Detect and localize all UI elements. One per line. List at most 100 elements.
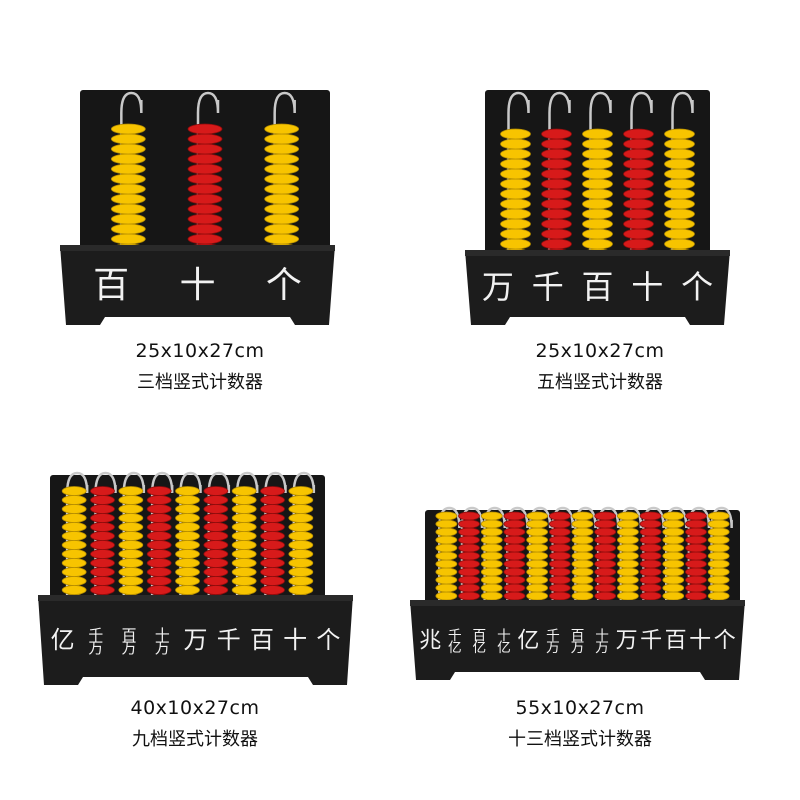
bead — [260, 513, 285, 523]
bead — [541, 128, 572, 140]
bead — [435, 551, 458, 561]
base-label: 百 — [122, 626, 137, 644]
bead — [541, 178, 572, 190]
bead — [548, 583, 571, 593]
bead — [458, 543, 480, 553]
bead — [203, 531, 229, 541]
bead — [526, 551, 549, 561]
bead — [685, 559, 707, 569]
bead — [664, 228, 695, 240]
base-label: 万 — [616, 628, 638, 653]
rod-wire — [273, 91, 296, 255]
bead — [582, 208, 613, 220]
bead — [187, 153, 223, 165]
bead — [288, 540, 314, 550]
bead — [503, 575, 526, 585]
base-label: 万 — [122, 639, 137, 657]
bead — [639, 543, 662, 553]
bead — [175, 540, 200, 550]
bead — [90, 486, 115, 496]
bead — [571, 551, 594, 561]
bead — [616, 551, 639, 561]
bead — [541, 198, 572, 210]
bead — [571, 527, 594, 537]
base-label: 亿 — [517, 628, 539, 653]
bead — [541, 148, 572, 160]
bead — [118, 495, 144, 505]
bead — [639, 511, 662, 521]
bead — [500, 218, 531, 230]
bead — [260, 540, 285, 550]
base-label: 十 — [497, 628, 511, 644]
bead — [571, 591, 594, 601]
rod-wire — [292, 471, 316, 605]
bead — [594, 527, 617, 537]
abacus-13-image: 兆千亿百亿十亿亿千万百万十万万千百十个 — [410, 506, 745, 680]
rod-wire — [630, 91, 653, 260]
bead — [118, 504, 144, 514]
bead — [110, 193, 146, 205]
bead — [548, 567, 571, 577]
bead — [594, 567, 617, 577]
bead — [582, 218, 613, 230]
bead — [288, 567, 314, 577]
bead — [685, 519, 707, 529]
bead — [231, 522, 257, 532]
base-label: 十 — [689, 628, 711, 653]
bead — [146, 513, 172, 523]
bead — [664, 148, 695, 160]
abacus-base — [410, 600, 745, 680]
bead — [231, 531, 257, 541]
bead — [594, 575, 617, 585]
bead — [90, 585, 115, 595]
bead — [526, 527, 549, 537]
bead — [175, 513, 200, 523]
rod-wire — [120, 91, 143, 255]
base-label: 千 — [217, 626, 241, 654]
bead — [146, 495, 172, 505]
bead — [664, 218, 695, 230]
base-label: 个 — [316, 626, 340, 654]
bead — [685, 567, 707, 577]
bead — [707, 519, 730, 529]
bead — [662, 535, 685, 545]
bead — [175, 486, 200, 496]
bead — [90, 567, 115, 577]
base-label: 个 — [714, 628, 736, 653]
bead — [623, 228, 654, 240]
base-label: 百 — [250, 626, 274, 654]
bead — [480, 559, 503, 569]
bead — [503, 583, 526, 593]
bead — [90, 522, 115, 532]
bead — [264, 203, 300, 215]
bead — [231, 486, 257, 496]
bead — [90, 540, 115, 550]
bead — [458, 551, 480, 561]
bead-stack-yellow — [571, 511, 594, 609]
base-top-edge — [465, 250, 730, 256]
bead — [526, 543, 549, 553]
base-label: 十 — [595, 628, 609, 644]
bead — [707, 551, 730, 561]
bead — [480, 575, 503, 585]
base-label: 个 — [266, 265, 302, 306]
bead — [288, 576, 314, 586]
bead — [541, 238, 572, 250]
base-label: 亿 — [448, 640, 462, 656]
bead — [639, 527, 662, 537]
bead — [500, 128, 531, 140]
bead — [435, 527, 458, 537]
bead — [203, 567, 229, 577]
bead — [685, 591, 707, 601]
bead-stack-yellow — [288, 486, 314, 604]
base-label: 十 — [283, 626, 307, 654]
bead — [623, 168, 654, 180]
bead — [664, 238, 695, 250]
bead — [110, 223, 146, 235]
rod-wire — [235, 471, 259, 605]
bead-stack-yellow — [707, 511, 730, 609]
bead — [231, 540, 257, 550]
bead — [203, 549, 229, 559]
abacus-3-image: 百十个 — [60, 90, 335, 325]
bead — [623, 218, 654, 230]
